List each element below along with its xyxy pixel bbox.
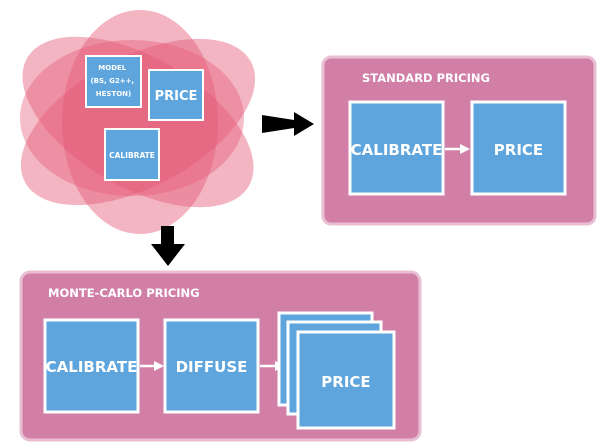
- standard-pricing-panel: STANDARD PRICING CALIBRATE PRICE: [321, 55, 597, 226]
- ellipse: [22, 36, 254, 208]
- cluster-calibrate-box: CALIBRATE: [104, 128, 160, 181]
- montecarlo-pricing-panel: MONTE-CARLO PRICING CALIBRATE DIFFUSE PR…: [19, 270, 422, 442]
- standard-price-box: PRICE: [470, 100, 567, 196]
- montecarlo-price-stack: PRICE: [277, 311, 396, 430]
- standard-price-label: PRICE: [494, 141, 543, 159]
- model-label-line3: HESTON): [96, 90, 131, 98]
- cluster-price-label: PRICE: [155, 89, 198, 104]
- montecarlo-calibrate-label: CALIBRATE: [46, 358, 138, 376]
- montecarlo-calibrate-box: CALIBRATE: [43, 318, 140, 414]
- standard-calibrate-box: CALIBRATE: [348, 100, 445, 196]
- model-label-line2: (BS, G2++,: [90, 77, 134, 85]
- montecarlo-diffuse-box: DIFFUSE: [163, 318, 260, 414]
- cluster-price-box: PRICE: [148, 69, 204, 121]
- svg-text:MODEL (BS, G2++, H: MODEL (BS, G2++, HESTON): [90, 64, 136, 98]
- model-label-line1: MODEL: [98, 64, 127, 72]
- montecarlo-price-box: [296, 330, 396, 430]
- arrow-down-icon: [151, 226, 185, 266]
- standard-calibrate-label: CALIBRATE: [351, 141, 443, 159]
- model-box: MODEL (BS, G2++, HESTON): [85, 55, 142, 108]
- ellipse-cluster: [20, 10, 256, 234]
- montecarlo-diffuse-label: DIFFUSE: [176, 358, 248, 376]
- montecarlo-pricing-title: MONTE-CARLO PRICING: [48, 286, 200, 300]
- cluster-calibrate-label: CALIBRATE: [109, 151, 155, 160]
- standard-pricing-title: STANDARD PRICING: [362, 71, 490, 85]
- montecarlo-price-label: PRICE: [321, 373, 370, 391]
- arrow-right-icon: [262, 112, 314, 136]
